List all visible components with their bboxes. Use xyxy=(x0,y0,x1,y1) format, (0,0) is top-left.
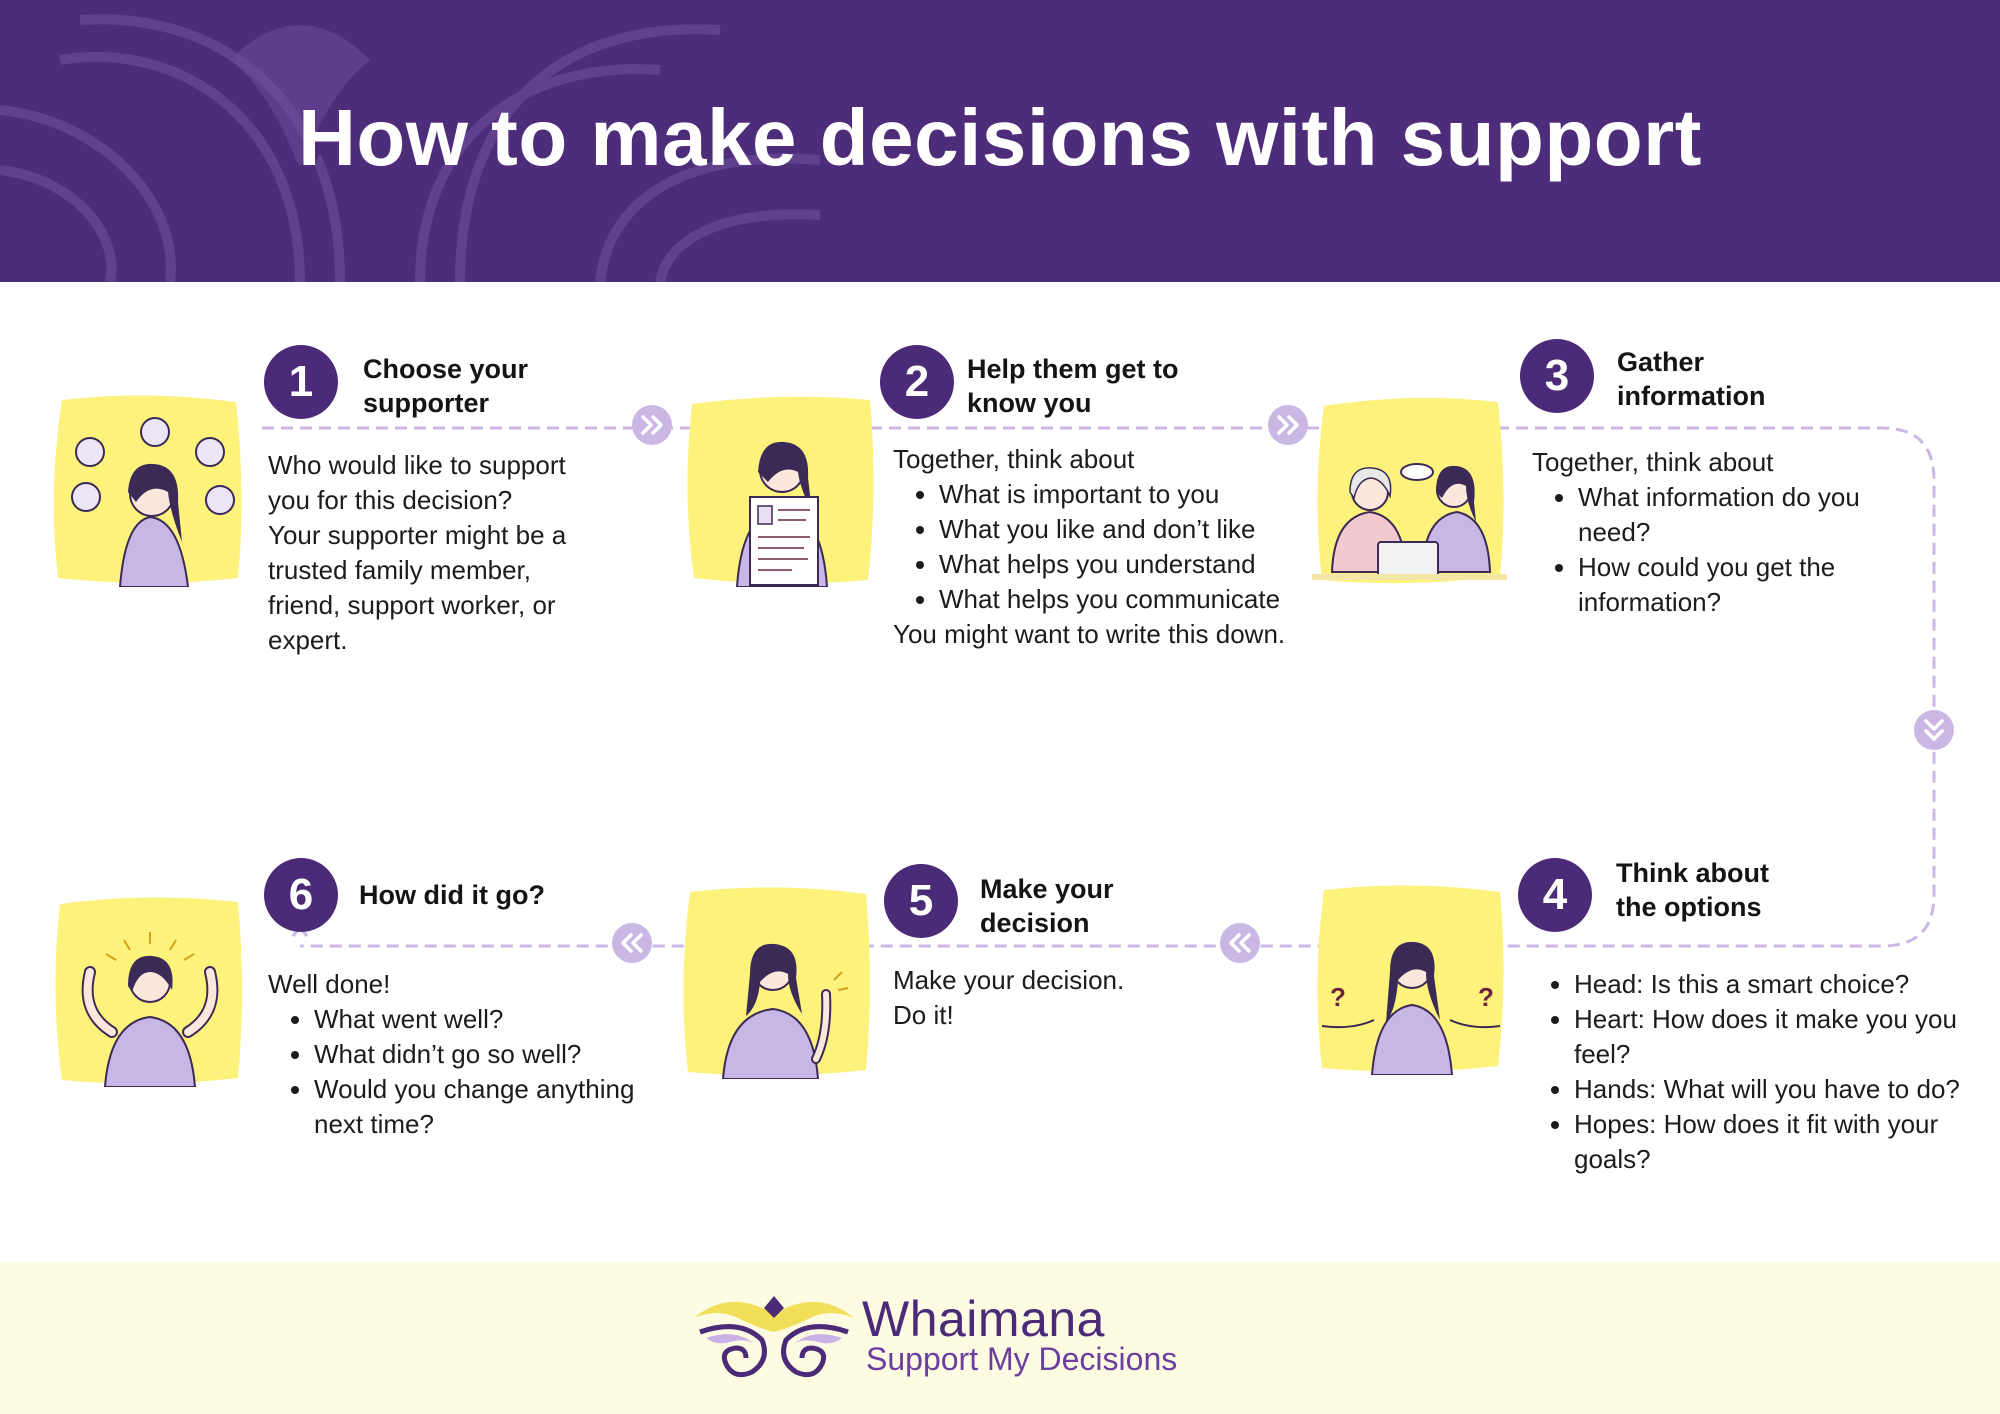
step-1-illustration xyxy=(50,392,245,588)
arrow-badges xyxy=(612,405,1954,963)
step-2-intro: Together, think about xyxy=(893,444,1135,474)
footer xyxy=(0,1262,2000,1414)
double-chevron-down-icon xyxy=(1914,710,1954,750)
double-chevron-left-icon xyxy=(1220,923,1260,963)
list-item: Hands: What will you have to do? xyxy=(1574,1072,1968,1107)
step-1-body: Who would like to support you for this d… xyxy=(268,448,668,658)
koru-pattern-decoration xyxy=(0,14,820,282)
list-item: What helps you understand xyxy=(939,547,1373,582)
step-5-title: Make your decision xyxy=(980,874,1114,938)
step-3-illustration xyxy=(1312,392,1507,587)
step-5-description: Make your decision. Do it! xyxy=(893,965,1125,1030)
brand-name: Whaimana xyxy=(862,1291,1105,1347)
step-1-description: Who would like to support you for this d… xyxy=(268,450,567,655)
step-3-body: Together, think about What information d… xyxy=(1532,445,1892,620)
step-2-list: What is important to you What you like a… xyxy=(893,477,1373,617)
list-item: What you like and don’t like xyxy=(939,512,1373,547)
step-3-intro: Together, think about xyxy=(1532,447,1774,477)
header-banner: How to make decisions with support xyxy=(0,0,2000,282)
list-item: What didn’t go so well? xyxy=(314,1037,688,1072)
step-1-number: 1 xyxy=(264,345,338,419)
list-item: What is important to you xyxy=(939,477,1373,512)
step-2-number: 2 xyxy=(880,345,954,419)
brand-tagline: Support My Decisions xyxy=(866,1341,1178,1377)
step-4-title: Think about the options xyxy=(1616,858,1769,922)
step-2-illustration xyxy=(682,392,877,588)
step-5-body: Make your decision. Do it! xyxy=(893,963,1253,1033)
step-4-number: 4 xyxy=(1518,858,1592,932)
step-4-illustration: ? ? xyxy=(1312,880,1507,1076)
step-6-list: What went well? What didn’t go so well? … xyxy=(268,1002,688,1142)
list-item: Heart: How does it make you you feel? xyxy=(1574,1002,1968,1072)
page-title: How to make decisions with support xyxy=(298,93,1702,182)
list-item: What went well? xyxy=(314,1002,688,1037)
step-6-number: 6 xyxy=(264,858,338,932)
step-3-title: Gather information xyxy=(1617,347,1766,411)
list-item: Would you change anything next time? xyxy=(314,1072,688,1142)
list-item: What information do you need? xyxy=(1578,480,1892,550)
step-5-illustration xyxy=(678,884,873,1080)
step-3-list: What information do you need? How could … xyxy=(1532,480,1892,620)
double-chevron-left-icon xyxy=(612,923,652,963)
step-2-title: Help them get to know you xyxy=(967,354,1179,418)
double-chevron-right-icon xyxy=(1268,405,1308,445)
step-6-intro: Well done! xyxy=(268,969,391,999)
step-1-title: Choose your supporter xyxy=(363,354,529,418)
step-4-body: Head: Is this a smart choice? Heart: How… xyxy=(1528,967,1968,1177)
step-5-number: 5 xyxy=(884,864,958,938)
svg-text:?: ? xyxy=(1478,982,1494,1012)
step-2-body: Together, think about What is important … xyxy=(893,442,1373,652)
double-chevron-right-icon xyxy=(632,405,672,445)
step-4-list: Head: Is this a smart choice? Heart: How… xyxy=(1528,967,1968,1177)
step-3-number: 3 xyxy=(1520,339,1594,413)
list-item: What helps you communicate xyxy=(939,582,1373,617)
step-6-title: How did it go? xyxy=(359,880,545,910)
whaimana-logo xyxy=(694,1296,854,1378)
list-item: How could you get the information? xyxy=(1578,550,1892,620)
step-6-illustration xyxy=(50,892,245,1088)
list-item: Head: Is this a smart choice? xyxy=(1574,967,1968,1002)
step-6-body: Well done! What went well? What didn’t g… xyxy=(268,967,688,1142)
list-item: Hopes: How does it fit with your goals? xyxy=(1574,1107,1968,1177)
step-2-note: You might want to write this down. xyxy=(893,619,1286,649)
svg-text:?: ? xyxy=(1330,982,1346,1012)
